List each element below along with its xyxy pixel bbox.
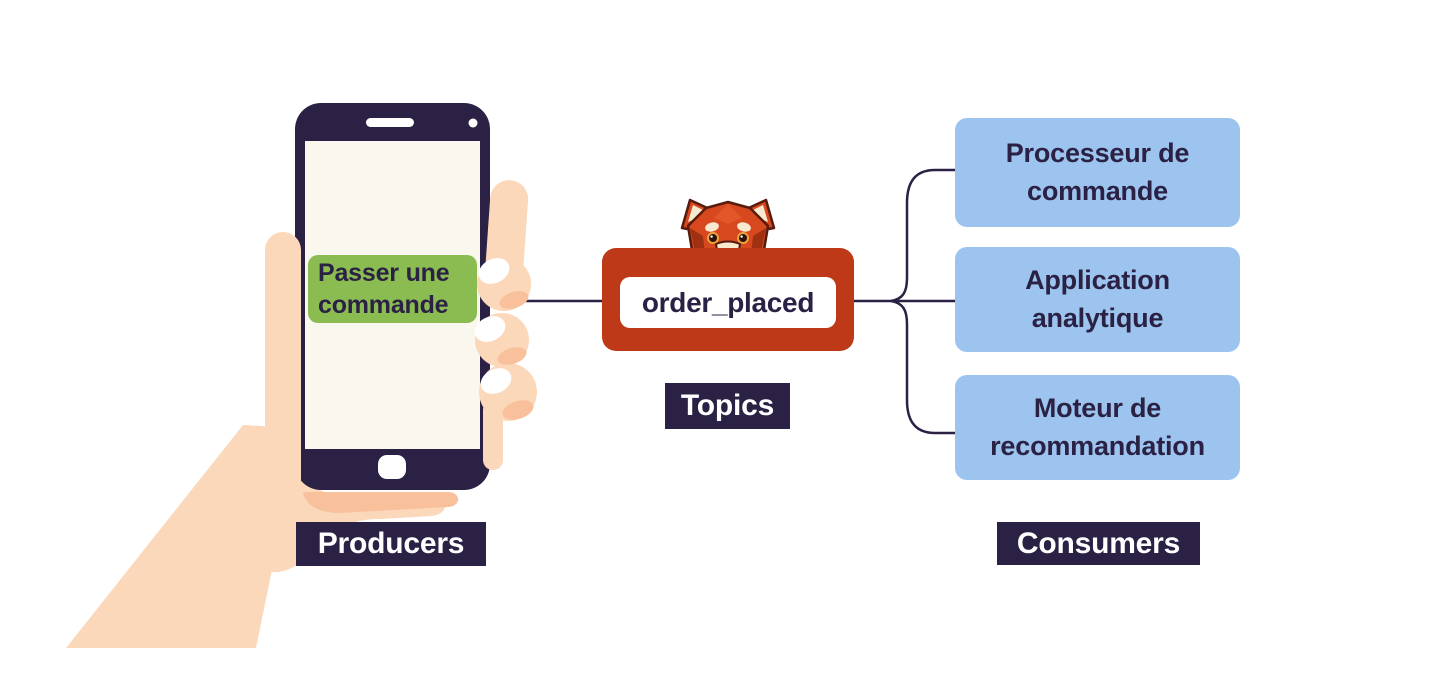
topic-name: order_placed [620, 277, 836, 328]
phone-home-button [378, 455, 406, 479]
pinky-palm-shape [483, 400, 503, 470]
fingernail [478, 258, 510, 284]
connector-topic-consumer-3 [890, 299, 955, 435]
connector-topic-consumer-1 [890, 168, 955, 303]
consumer-label: Application analytique [1025, 265, 1170, 333]
consumer-box-analytics-app: Application analytique [955, 247, 1240, 352]
topic-box: order_placed [602, 248, 854, 351]
fingernail [474, 316, 506, 342]
phone-camera-dot [468, 118, 478, 128]
curled-fingers [474, 257, 537, 470]
consumer-box-recommendation-engine: Moteur de recommandation [955, 375, 1240, 480]
producers-tag: Producers [296, 522, 486, 566]
consumers-tag: Consumers [997, 522, 1200, 565]
place-order-button: Passer une commande [308, 255, 477, 323]
place-order-button-label: Passer une commande [318, 258, 450, 320]
consumer-label: Moteur de recommandation [990, 393, 1205, 461]
consumer-label: Processeur de commande [1005, 138, 1190, 206]
topics-tag: Topics [665, 383, 790, 429]
consumer-box-order-processor: Processeur de commande [955, 118, 1240, 227]
fingernail [480, 368, 512, 394]
palm-shadow-shape [303, 492, 459, 513]
arm-shape [66, 425, 301, 648]
thumb-shape [265, 232, 301, 504]
phone-speaker [366, 118, 414, 127]
